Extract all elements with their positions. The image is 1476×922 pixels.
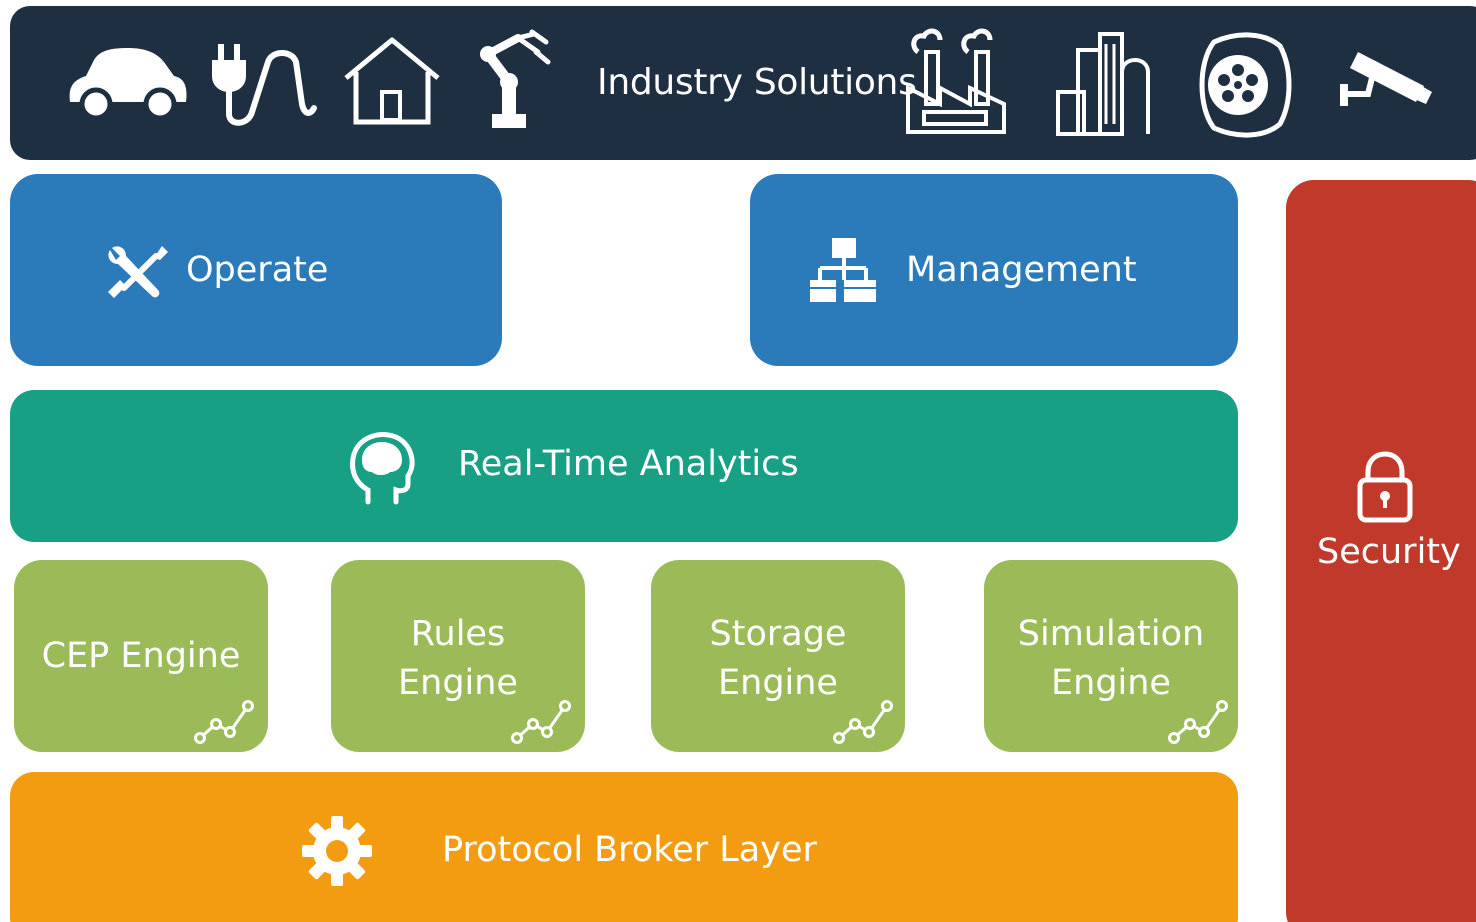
line-chart-icon [194, 700, 254, 744]
simulation-engine-label-line2: Engine [1051, 663, 1171, 703]
security-label: Security [1317, 532, 1461, 572]
house-icon [344, 37, 440, 125]
cep-engine-label: CEP Engine [41, 636, 241, 676]
line-chart-icon [511, 700, 571, 744]
robot-arm-icon [480, 29, 551, 128]
operate-label: Operate [186, 250, 329, 290]
city-buildings-icon [1056, 32, 1150, 136]
security-camera-icon [1340, 52, 1432, 106]
protocol-broker-layer-block [10, 772, 1238, 922]
real-time-analytics-label: Real-Time Analytics [458, 444, 799, 484]
banner-title: Industry Solutions [597, 62, 917, 103]
storage-engine-block: Storage Engine [651, 560, 905, 752]
protocol-broker-layer-label: Protocol Broker Layer [442, 830, 817, 870]
rules-engine-label-line2: Engine [398, 663, 518, 703]
simulation-engine-label-line1: Simulation [1017, 614, 1205, 654]
storage-engine-label-line2: Engine [718, 663, 838, 703]
smart-watch-icon [1199, 32, 1292, 138]
wrench-screwdriver-icon [108, 246, 168, 298]
operate-block [10, 174, 502, 366]
padlock-icon [1357, 451, 1413, 523]
car-icon [69, 48, 187, 121]
simulation-engine-block: Simulation Engine [984, 560, 1238, 752]
cep-engine-block: CEP Engine [14, 560, 268, 752]
factory-icon [906, 28, 1006, 134]
line-chart-icon [833, 700, 893, 744]
brain-head-icon [350, 432, 415, 505]
line-chart-icon [1168, 700, 1228, 744]
security-block [1286, 180, 1476, 922]
power-plug-icon [212, 44, 317, 126]
rules-engine-block: Rules Engine [331, 560, 585, 752]
storage-engine-label-line1: Storage [709, 614, 847, 654]
gear-icon [302, 816, 372, 886]
hierarchy-icon [810, 238, 876, 302]
real-time-analytics-block [10, 390, 1238, 542]
management-label: Management [906, 250, 1137, 290]
rules-engine-label-line1: Rules [410, 614, 506, 654]
